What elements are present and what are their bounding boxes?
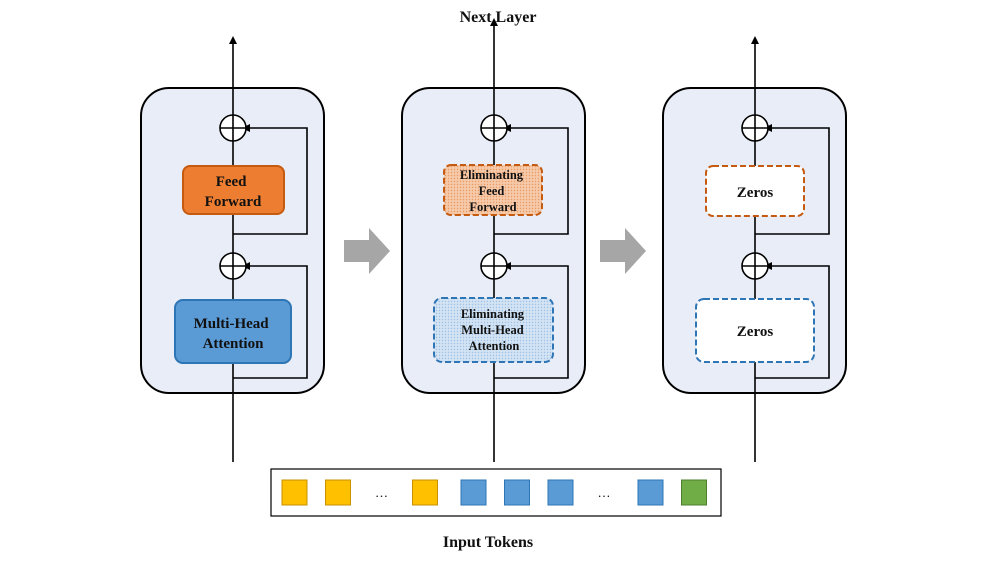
token-row: …… (281, 479, 707, 506)
zeros-ffn-box: Zeros (705, 165, 805, 217)
token-blue (504, 479, 530, 506)
svg-text:Feed Forward: Feed Forward (205, 174, 262, 210)
ffn-label-line: Eliminating (460, 168, 524, 182)
svg-text:Multi-Head Attention: Multi-Head Attention (194, 316, 273, 352)
token-yellow (281, 479, 308, 506)
token-ellipsis: … (375, 485, 388, 500)
zeros-attention-box: Zeros (695, 298, 815, 363)
ffn-label-line: Feed (216, 174, 247, 190)
transformer-block-original: Feed Forward Multi-Head Attention (140, 36, 325, 462)
next-layer-label: Next Layer (460, 9, 537, 26)
transition-arrow-icon (600, 228, 646, 274)
add-icon (741, 114, 769, 142)
attn-label-line: Attention (203, 336, 264, 352)
token-blue (460, 479, 487, 506)
transition-arrow-icon (344, 228, 390, 274)
add-icon (480, 114, 508, 142)
token-green (681, 479, 707, 506)
attn-label-line: Eliminating (461, 307, 525, 321)
eliminating-feed-forward-box: Eliminating Feed Forward (443, 164, 543, 216)
transformer-block-zeros: Zeros Zeros (662, 36, 847, 462)
input-tokens-label: Input Tokens (443, 534, 533, 551)
attn-label-line: Multi-Head (461, 323, 524, 337)
ffn-label-line: Forward (469, 200, 516, 214)
svg-text:Eliminating Multi-Head: Eliminating Multi-Head Attention (461, 307, 527, 353)
attn-label-line: Multi-Head (194, 316, 270, 332)
add-icon (480, 252, 508, 280)
feed-forward-box: Feed Forward (182, 165, 285, 215)
ffn-label-line: Feed (479, 184, 505, 198)
svg-text:Eliminating Feed: Eliminating Feed Forward (460, 168, 526, 214)
token-yellow (412, 479, 438, 506)
ffn-label-line: Forward (205, 194, 262, 210)
attn-label-line: Attention (469, 339, 520, 353)
add-icon (219, 114, 247, 142)
token-blue (637, 479, 664, 506)
add-icon (219, 252, 247, 280)
eliminating-attention-box: Eliminating Multi-Head Attention (433, 297, 554, 363)
zeros-attn-label: Zeros (737, 324, 774, 340)
multi-head-attention-box: Multi-Head Attention (174, 299, 292, 364)
token-ellipsis: … (598, 485, 611, 500)
token-yellow (325, 479, 351, 506)
add-icon (741, 252, 769, 280)
transformer-block-eliminating: Eliminating Feed Forward Eliminating Mul… (401, 18, 586, 462)
token-blue (547, 479, 574, 506)
zeros-ffn-label: Zeros (737, 185, 774, 201)
